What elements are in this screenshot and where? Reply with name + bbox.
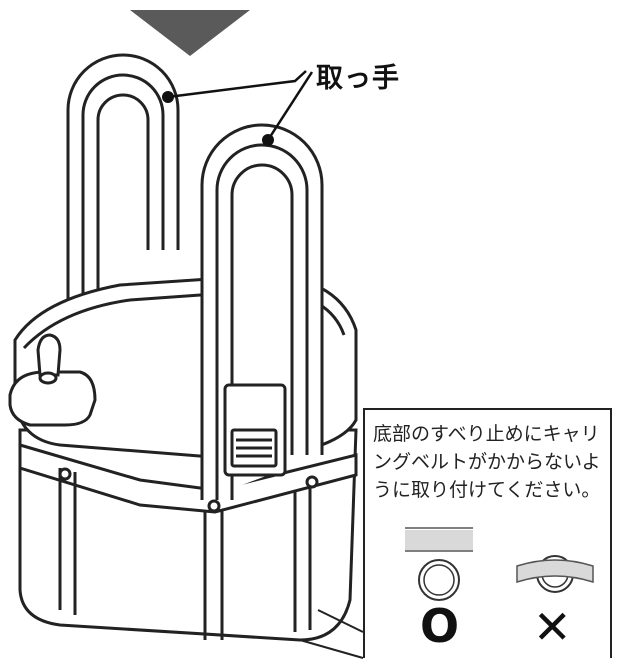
note-text: 底部のすべり止めにキャリ ングベルトがかからないよ うに取り付けてください。 — [373, 420, 609, 504]
good-mark: O — [420, 599, 460, 653]
leader-dot-icon — [162, 91, 174, 103]
handle-leaders — [167, 70, 314, 141]
note-line: うに取り付けてください。 — [373, 479, 601, 501]
buckle — [223, 383, 287, 477]
down-arrow-icon — [130, 10, 250, 56]
detail-pointer — [299, 609, 364, 659]
rear-handle — [66, 53, 180, 330]
handle-label: 取っ手 — [316, 63, 400, 94]
leader-dot-icon — [262, 134, 274, 146]
carrying-belt — [18, 443, 358, 640]
note-box: 底部のすべり止めにキャリ ングベルトがかからないよ うに取り付けてください。 O… — [363, 408, 612, 658]
correct-example-illustration — [405, 527, 473, 601]
wrong-example-illustration — [516, 555, 594, 593]
note-line: ングベルトがかからないよ — [373, 451, 601, 473]
bad-mark: ✕ — [533, 600, 572, 654]
valve-knob — [8, 333, 97, 427]
note-line: 底部のすべり止めにキャリ — [373, 423, 600, 445]
